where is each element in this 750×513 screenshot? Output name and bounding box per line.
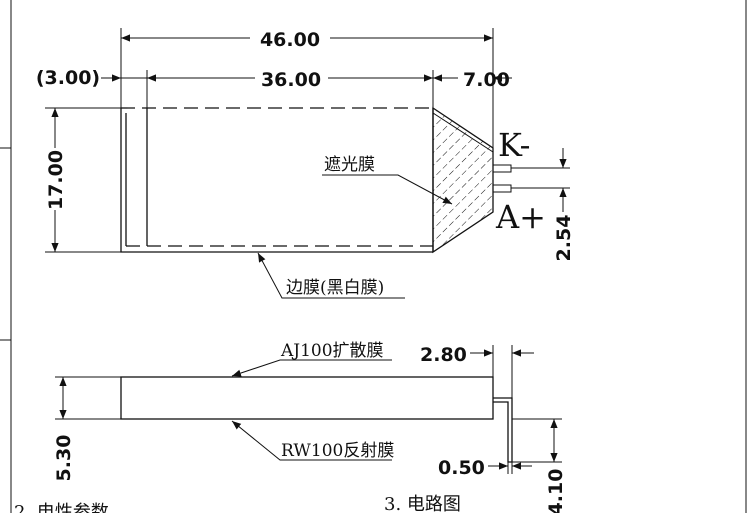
cathode-label: K- xyxy=(498,126,530,164)
section-electrical-heading: 2. 电性参数 xyxy=(14,502,109,513)
edge-film-label: 边膜(黑白膜) xyxy=(286,278,384,298)
dim-pin-length: 2.80 xyxy=(420,344,467,366)
top-view: 46.00 (3.00) 36.00 7.00 17.00 K- A+ 2.54… xyxy=(36,28,575,299)
dim-pin-drop: 4.10 xyxy=(545,469,567,513)
dim-pin-thickness: 0.50 xyxy=(438,457,485,479)
reflector-label: RW100反射膜 xyxy=(281,441,394,461)
diffuser-label: AJ100扩散膜 xyxy=(280,341,384,361)
side-pin xyxy=(493,397,513,463)
light-shield-hatch xyxy=(432,106,494,254)
mask-film-leader xyxy=(322,174,453,205)
edge-film-leader xyxy=(257,252,405,299)
side-view: AJ100扩散膜 RW100反射膜 5.30 2.80 0.50 4.10 xyxy=(53,341,567,513)
anode-label: A+ xyxy=(495,198,546,236)
mask-film-label: 遮光膜 xyxy=(324,155,375,175)
taper-inner-line xyxy=(432,112,494,153)
dim-offset: (3.00) xyxy=(36,67,100,89)
dim-overall-length: 46.00 xyxy=(260,29,320,51)
diffuser-leader xyxy=(231,359,392,377)
dim-height: 17.00 xyxy=(45,150,67,210)
dim-taper-length: 7.00 xyxy=(463,69,510,91)
lightguide-outline xyxy=(120,108,433,253)
dim-thickness: 5.30 xyxy=(53,435,75,482)
reflector-leader xyxy=(231,420,392,461)
dim-body-length: 36.00 xyxy=(261,69,321,91)
dim-pin-pitch: 2.54 xyxy=(553,215,575,262)
anode-pin xyxy=(492,184,512,193)
cathode-pin xyxy=(492,164,512,173)
section-circuit-heading: 3. 电路图 xyxy=(384,494,461,513)
side-body xyxy=(120,376,494,420)
